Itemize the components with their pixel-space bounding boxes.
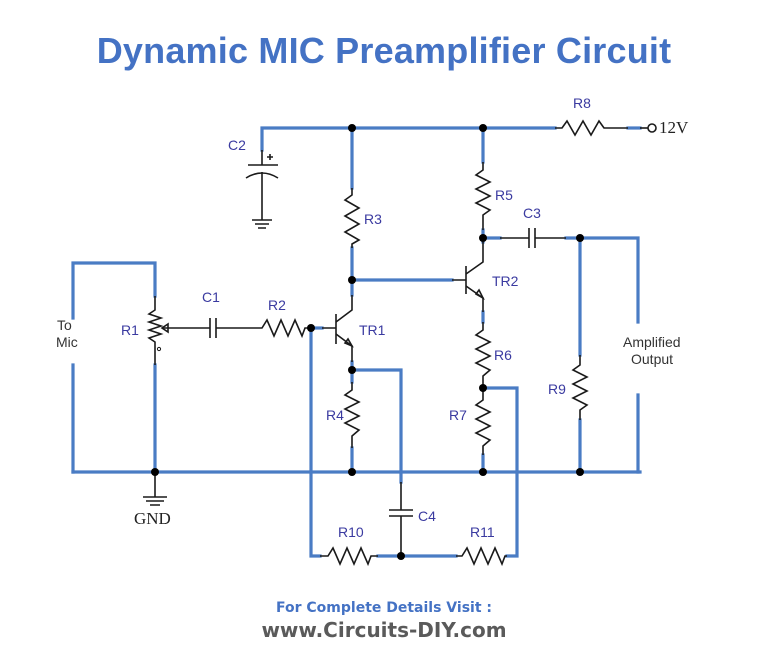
resistor-r7 bbox=[474, 388, 492, 455]
label-input-line1: To bbox=[57, 317, 72, 333]
ground-icon bbox=[252, 219, 272, 229]
wire-r6-r7-node bbox=[481, 386, 519, 558]
junction-dot bbox=[348, 366, 356, 374]
label-tr2: TR2 bbox=[492, 273, 519, 289]
resistor-r3 bbox=[343, 188, 361, 248]
capacitor-c4 bbox=[389, 482, 413, 556]
potentiometer-r1 bbox=[146, 296, 210, 365]
resistor-r10 bbox=[320, 546, 378, 567]
capacitor-c3 bbox=[500, 228, 566, 248]
capacitor-c1 bbox=[209, 318, 254, 338]
label-output-line2: Output bbox=[631, 351, 673, 367]
junction-dot bbox=[348, 276, 356, 284]
label-r11: R11 bbox=[470, 524, 495, 540]
label-r1: R1 bbox=[121, 322, 139, 338]
junction-dot bbox=[348, 124, 356, 132]
junction-dot bbox=[479, 124, 487, 132]
label-input-line2: Mic bbox=[56, 334, 78, 350]
resistor-r4 bbox=[343, 382, 361, 448]
junction-dot bbox=[576, 468, 584, 476]
label-r3: R3 bbox=[364, 211, 382, 227]
junction-dot bbox=[307, 324, 315, 332]
junctions bbox=[151, 124, 584, 560]
junction-dot bbox=[479, 468, 487, 476]
label-r10: R10 bbox=[338, 524, 364, 540]
junction-dot bbox=[397, 552, 405, 560]
transistor-tr1 bbox=[322, 295, 354, 362]
label-output-line1: Amplified bbox=[623, 334, 681, 350]
wire-top-rail bbox=[260, 126, 557, 152]
capacitor-c2 bbox=[245, 150, 279, 229]
resistor-r5 bbox=[474, 162, 492, 230]
wire-mic-top bbox=[71, 261, 157, 320]
wires bbox=[71, 126, 642, 558]
junction-dot bbox=[479, 384, 487, 392]
label-r6: R6 bbox=[494, 347, 512, 363]
label-r7: R7 bbox=[449, 407, 467, 423]
wire-output-top bbox=[564, 236, 640, 324]
wire-feedback-left bbox=[309, 326, 322, 558]
junction-dot bbox=[576, 234, 584, 242]
junction-dot bbox=[151, 468, 159, 476]
label-c1: C1 bbox=[202, 289, 220, 305]
supply-terminal-icon bbox=[647, 123, 657, 133]
junction-dot bbox=[348, 468, 356, 476]
label-r4: R4 bbox=[326, 407, 344, 423]
resistor-r6 bbox=[474, 322, 492, 388]
label-r2: R2 bbox=[268, 297, 286, 313]
labels: R8 12V C2 R3 R5 C3 TR2 C1 R2 R1 TR1 R6 R… bbox=[56, 95, 689, 540]
footer-prompt: For Complete Details Visit : bbox=[276, 600, 492, 616]
transistor-tr2 bbox=[452, 242, 485, 312]
junction-dot bbox=[479, 234, 487, 242]
resistor-r2 bbox=[254, 318, 311, 339]
label-c3: C3 bbox=[523, 205, 541, 221]
wire-tr1-emitter bbox=[350, 368, 403, 484]
resistor-r11 bbox=[456, 546, 507, 567]
label-tr1: TR1 bbox=[359, 322, 386, 338]
resistor-r8 bbox=[555, 119, 657, 137]
footer-url-link[interactable]: www.Circuits-DIY.com bbox=[261, 618, 507, 642]
ground-icon bbox=[143, 496, 167, 506]
label-r8: R8 bbox=[573, 95, 591, 111]
resistor-r9 bbox=[571, 355, 589, 420]
label-ground: GND bbox=[134, 509, 171, 528]
label-r5: R5 bbox=[495, 187, 513, 203]
ground-symbol bbox=[143, 472, 167, 506]
label-r9: R9 bbox=[548, 381, 566, 397]
page-title: Dynamic MIC Preamplifier Circuit bbox=[96, 30, 672, 71]
label-c2: C2 bbox=[228, 137, 246, 153]
label-supply-voltage: 12V bbox=[659, 118, 689, 137]
label-c4: C4 bbox=[418, 508, 436, 524]
